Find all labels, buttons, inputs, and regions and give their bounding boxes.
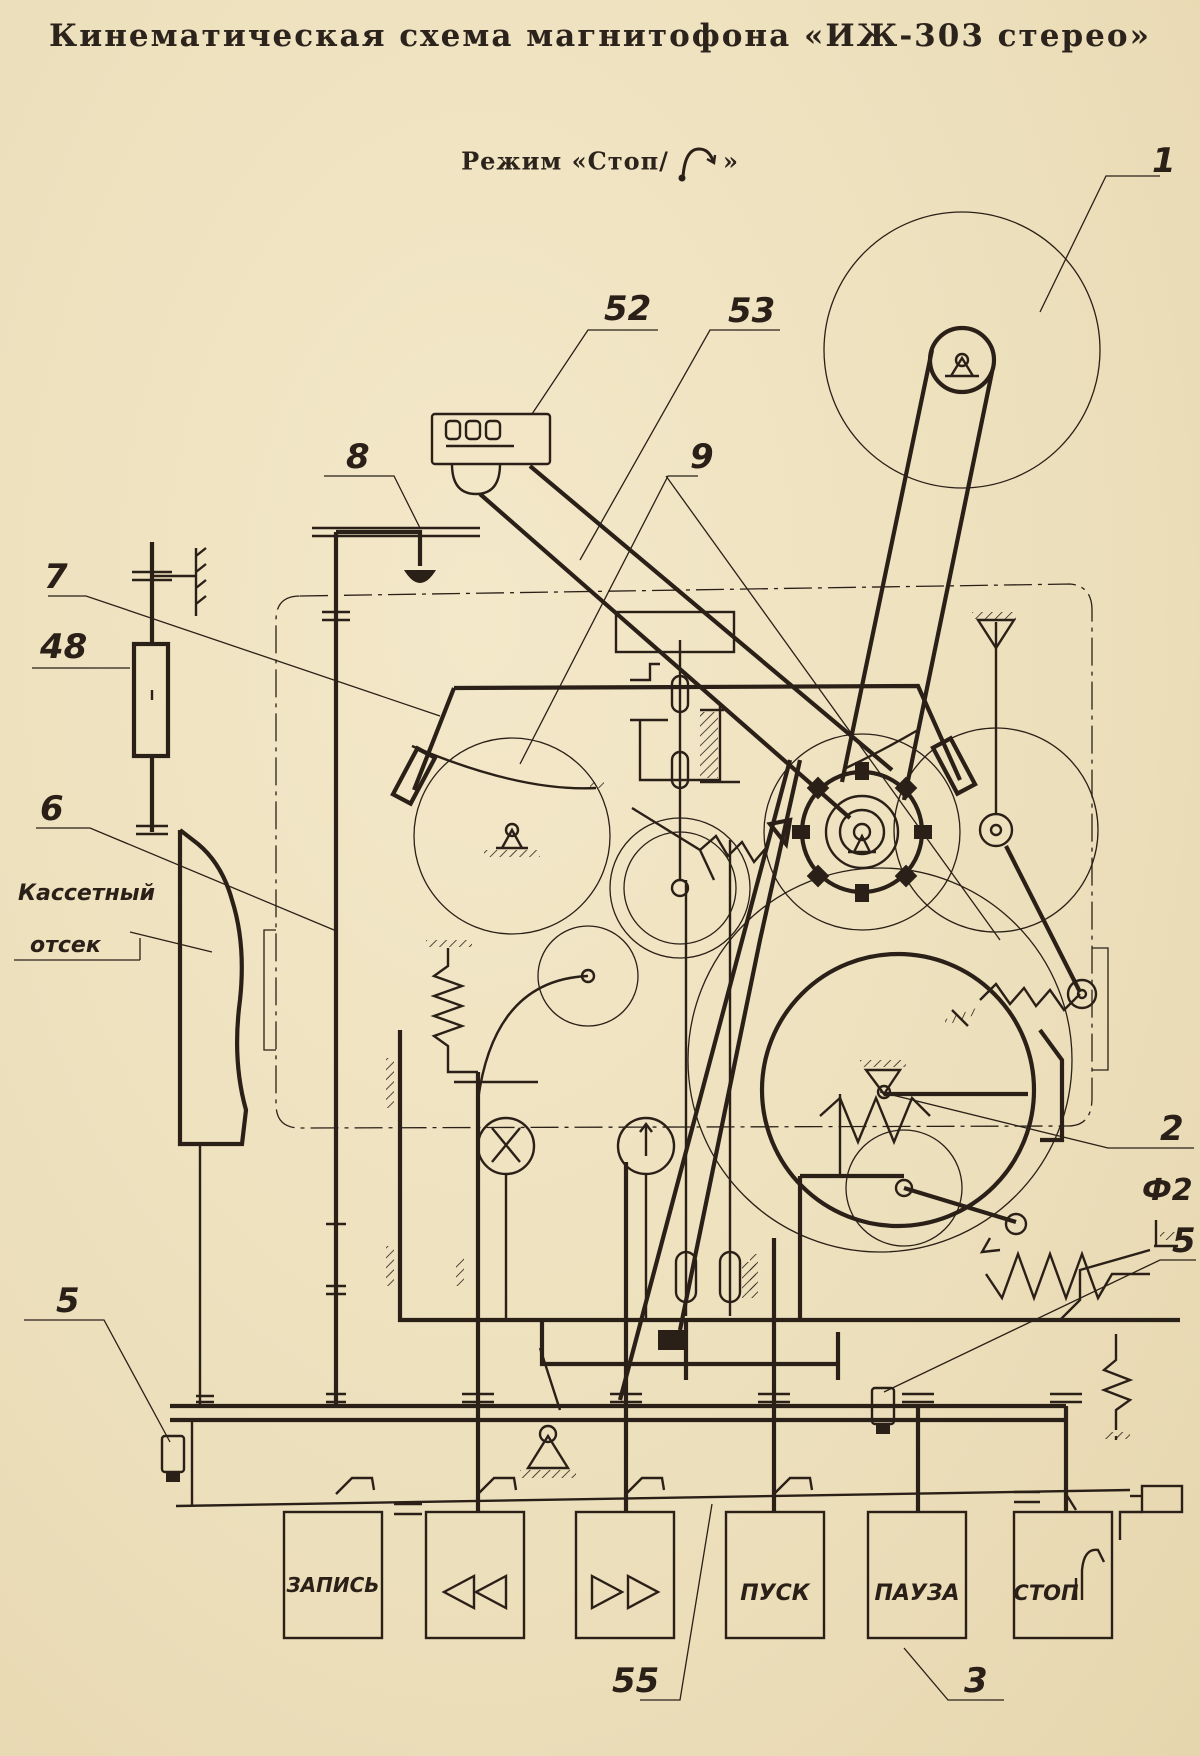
button-fast-forward[interactable] — [574, 1510, 676, 1640]
callout-9: 9 — [690, 437, 714, 477]
takeup-spindle — [763, 733, 961, 931]
callout-2: 2 — [1160, 1109, 1184, 1149]
mode-subtitle-suffix: » — [722, 146, 739, 176]
chassis-outline — [263, 583, 1109, 1129]
callout-55: 55 — [612, 1661, 659, 1701]
eject-mark-icon — [1080, 1548, 1106, 1600]
head-carriage — [390, 640, 978, 880]
button-rewind[interactable] — [424, 1510, 526, 1640]
callout-48: 48 — [39, 627, 87, 667]
callout-52: 52 — [604, 289, 651, 329]
recording-heads — [454, 1080, 676, 1320]
page-title: Кинематическая схема магнитофона «ИЖ-303… — [49, 18, 1151, 54]
button-record-label: ЗАПИСЬ — [285, 1573, 379, 1597]
control-rods — [333, 532, 1069, 1512]
button-record[interactable]: ЗАПИСЬ — [282, 1510, 384, 1640]
head-mount-8 — [312, 526, 1082, 1404]
callout-7: 7 — [44, 557, 68, 597]
pinch-roller-arm — [800, 982, 1081, 1254]
callout-leaders — [14, 175, 1196, 1701]
callout-8: 8 — [346, 437, 370, 477]
reel-1 — [823, 211, 1101, 489]
microswitch-left-5 — [160, 1420, 194, 1506]
callout-3: 3 — [964, 1661, 988, 1701]
callout-6: 6 — [40, 789, 64, 829]
right-gear — [893, 612, 1099, 1010]
tape-counter-52 — [430, 412, 552, 496]
button-play[interactable]: ПУСК — [724, 1510, 826, 1640]
mode-subtitle: Режим «Стоп/ » — [0, 143, 1200, 183]
button-stop[interactable]: СТОП — [1012, 1510, 1114, 1640]
callout-5-left: 5 — [56, 1281, 80, 1321]
fast-forward-icon — [590, 1574, 661, 1610]
callout-53: 53 — [728, 291, 775, 331]
flywheel-2 — [687, 867, 1073, 1253]
button-pause-label: ПАУЗА — [874, 1581, 959, 1606]
button-stop-label: СТОП — [1013, 1581, 1079, 1605]
counter-digits: 000 — [0, 0, 2, 1]
callout-f2: Ф2 — [1142, 1173, 1193, 1208]
callout-5-right: 5 — [1172, 1221, 1196, 1261]
left-brake-assembly — [131, 542, 249, 1406]
rewind-icon — [441, 1574, 508, 1610]
compartment-label-line1: Кассетный — [18, 881, 155, 906]
mode-subtitle-prefix: Режим «Стоп/ — [461, 146, 669, 176]
supply-reel-gear — [413, 737, 611, 935]
counter-belt-53 — [478, 464, 894, 820]
compartment-label-line2: отсек — [30, 933, 102, 958]
intermediate-gears — [476, 806, 767, 1101]
head-block — [614, 610, 736, 682]
stop-eject-symbol-icon — [678, 147, 717, 182]
microswitch-right-5 — [870, 1386, 896, 1434]
drive-belt — [839, 349, 995, 801]
callout-1: 1 — [1152, 141, 1176, 181]
push-rails — [170, 1334, 1184, 1540]
button-pause[interactable]: ПАУЗА — [866, 1510, 968, 1640]
brake-spring-left — [426, 940, 478, 1074]
button-play-label: ПУСК — [740, 1581, 811, 1606]
